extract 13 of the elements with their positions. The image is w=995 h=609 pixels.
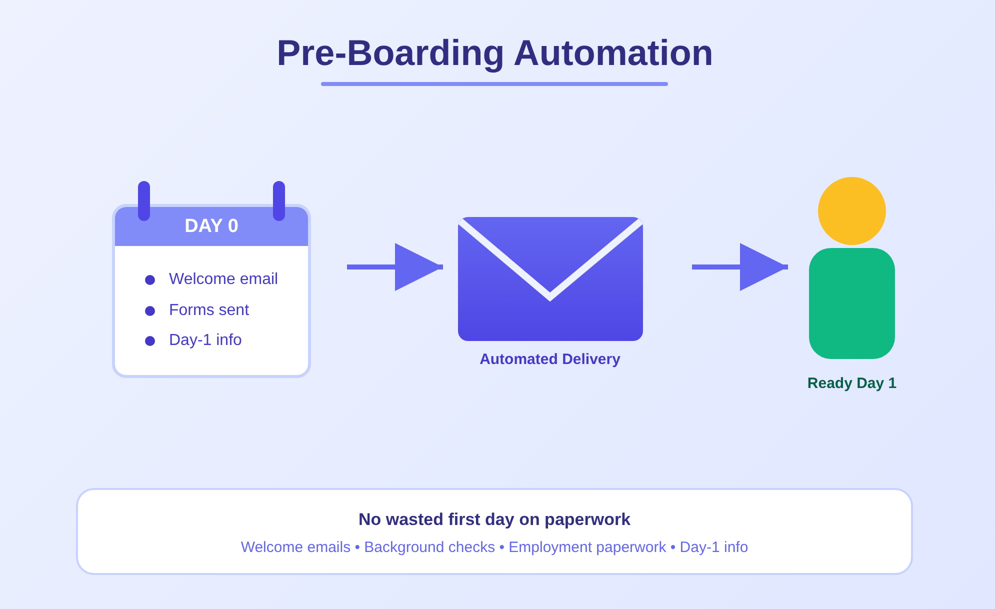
summary-heading: No wasted first day on paperwork <box>358 510 631 530</box>
summary-text: Welcome emails • Background checks • Employment paperwork • Day-1 info <box>240 539 748 557</box>
node-label: Automated Delivery <box>480 351 620 369</box>
list-item: Forms sent <box>169 302 250 320</box>
day-heading: DAY 0 <box>184 216 238 238</box>
summary-box <box>76 488 913 575</box>
calendar-card <box>112 204 311 378</box>
title: Pre-Boarding Automation <box>276 31 714 74</box>
list-item: Day-1 info <box>169 332 242 350</box>
arrow <box>347 243 443 291</box>
node-label: Ready Day 1 <box>807 375 897 393</box>
arrow <box>692 243 788 291</box>
list-item: Welcome email <box>169 271 278 289</box>
